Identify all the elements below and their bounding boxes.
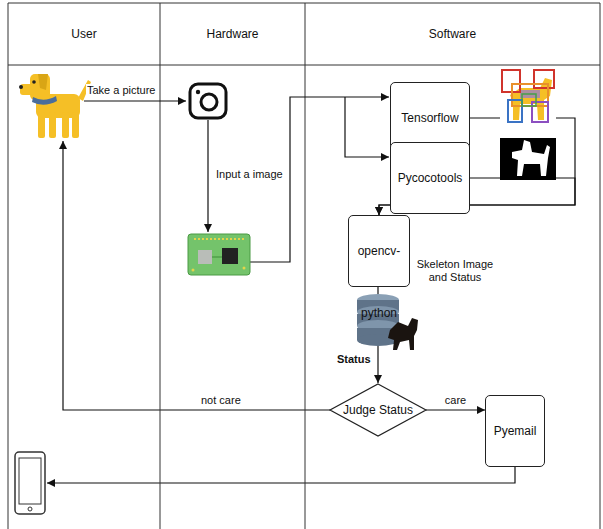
flow-label: not care (200, 394, 242, 407)
detection-image (534, 70, 554, 88)
dog-icon (38, 74, 48, 90)
dog-icon (20, 84, 34, 95)
mask-image (512, 140, 550, 176)
detection-image (500, 68, 556, 126)
pooping-dog-icon (388, 318, 418, 350)
node-text: Pycocotools (398, 147, 463, 209)
flow-label: Skeleton Image and Status (412, 258, 498, 284)
process-box: opencv- python (348, 215, 410, 287)
dog-icon (49, 112, 56, 138)
arrow-line (345, 97, 389, 157)
swimlane-grid (600, 3, 601, 529)
dog-icon (32, 96, 57, 105)
flow-label: Input a image (215, 168, 284, 181)
dog-icon (32, 80, 36, 84)
camera-icon (196, 90, 200, 94)
raspberry-pi-board (198, 250, 212, 264)
dog-icon (72, 112, 79, 138)
process-box: Pyemail (485, 395, 545, 467)
swimlane-grid (8, 3, 9, 529)
swimlane-header: Hardware (160, 3, 305, 529)
raspberry-pi-board (194, 238, 244, 240)
phone-icon (28, 507, 32, 511)
connector (426, 409, 485, 410)
node-text: opencv- python (354, 220, 404, 282)
pooping-dog-icon (388, 318, 418, 350)
camera-icon (201, 94, 217, 110)
node-text: Judge Status (343, 379, 413, 441)
process-box: Pycocotools (390, 142, 470, 214)
flow-label: Take a picture (86, 84, 156, 97)
node-text: Hardware (160, 3, 305, 65)
dog-icon (19, 85, 23, 89)
phone-icon (19, 458, 41, 504)
arrow-line (207, 120, 208, 232)
edge-label: care (444, 394, 467, 407)
arrow-line (377, 346, 378, 383)
swimlane-grid (8, 3, 600, 4)
arrow-line (84, 97, 389, 383)
detection-image (508, 100, 522, 122)
mask-image (500, 138, 556, 180)
dog-icon (38, 112, 45, 138)
swimlane-grid (8, 3, 600, 529)
node-text: Pyemail (494, 400, 537, 462)
raspberry-pi-board (243, 267, 246, 270)
dog-icon (19, 74, 91, 138)
mask-image (500, 138, 556, 180)
raspberry-pi-board (212, 257, 222, 258)
arrow-line (84, 100, 186, 101)
raspberry-pi-board (188, 234, 250, 275)
swimlane-grid (305, 3, 306, 529)
detection-image (500, 68, 556, 126)
raspberry-pi-board (192, 269, 195, 272)
notify-line (47, 467, 515, 483)
dog-icon (62, 112, 69, 138)
camera-icon (190, 84, 226, 118)
node-text: Tensorflow (401, 87, 458, 149)
detection-image (522, 94, 536, 106)
phone-icon (15, 452, 45, 514)
raspberry-pi-board (222, 248, 238, 264)
node-text: User (8, 3, 160, 65)
decision-diamond: Judge Status (330, 384, 426, 436)
swimlane-header: User (8, 3, 160, 529)
node-text: Software (305, 3, 600, 65)
swimlane-grid (160, 3, 161, 529)
camera-icon (190, 84, 226, 118)
phone-icon (15, 452, 45, 514)
raspberry-pi-board (188, 234, 250, 275)
swimlane-grid (8, 65, 600, 66)
flow-label: Status (336, 353, 372, 366)
detection-image (532, 102, 548, 122)
